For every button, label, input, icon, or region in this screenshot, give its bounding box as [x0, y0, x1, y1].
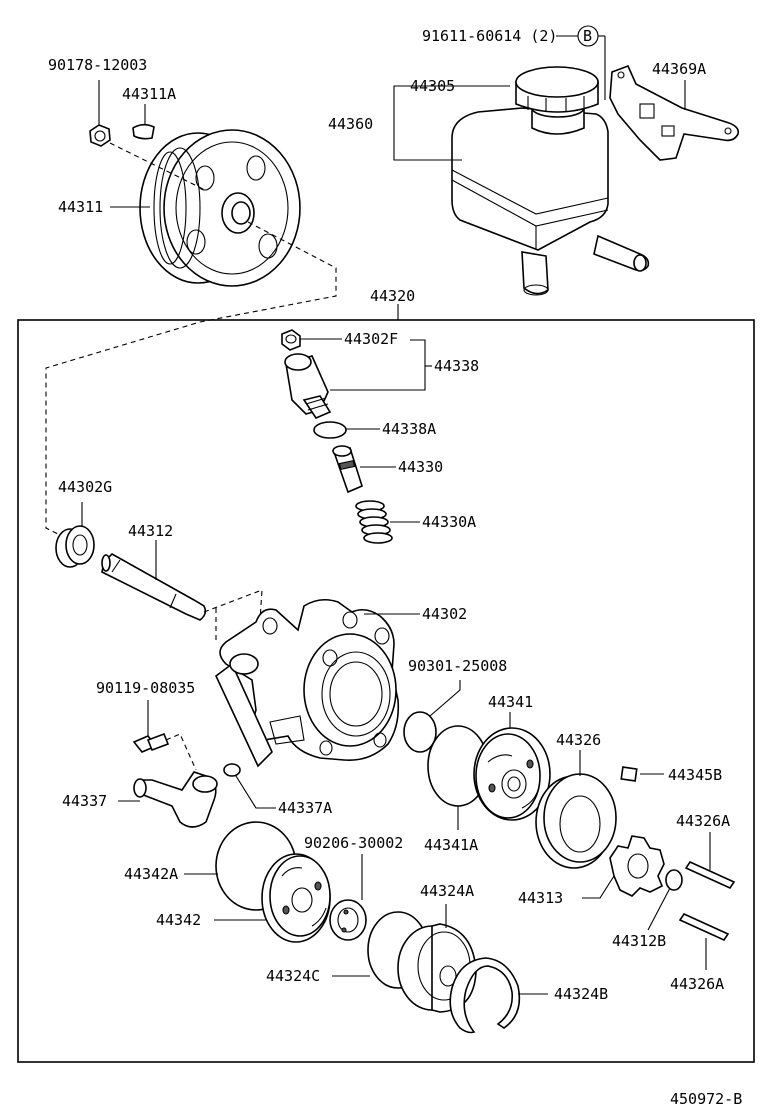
label-44324C: 44324C [266, 967, 320, 985]
label-44302: 44302 [422, 605, 467, 623]
label-44326A-upper: 44326A [676, 812, 730, 830]
bolt-90119 [132, 732, 170, 753]
label-44313: 44313 [518, 889, 563, 907]
shaft-44312 [101, 553, 207, 621]
side-plate-44342 [261, 853, 331, 943]
snap-ring-44312B [665, 869, 683, 891]
o-ring-90301 [403, 711, 437, 753]
label-44341A: 44341A [424, 836, 478, 854]
label-44305: 44305 [410, 77, 455, 95]
label-44311: 44311 [58, 198, 103, 216]
label-44320: 44320 [370, 287, 415, 305]
label-44342A: 44342A [124, 865, 178, 883]
label-44342: 44342 [156, 911, 201, 929]
label-44302G: 44302G [58, 478, 112, 496]
o-ring-44338A [313, 421, 347, 439]
label-91611-60614: 91611-60614 (2) [422, 27, 557, 45]
ref-b-text: B [583, 27, 592, 45]
label-44312B: 44312B [612, 932, 666, 950]
valve-44338 [284, 353, 332, 419]
label-90119-08035: 90119-08035 [96, 679, 195, 697]
label-44330: 44330 [398, 458, 443, 476]
cam-ring-44326 [535, 773, 617, 869]
label-90301-25008: 90301-25008 [408, 657, 507, 675]
union-44337 [133, 771, 218, 828]
woodruff-key [132, 123, 155, 140]
label-90206-30002: 90206-30002 [304, 834, 403, 852]
label-44369A: 44369A [652, 60, 706, 78]
valve-44330 [332, 445, 363, 494]
reservoir-tank [451, 107, 650, 296]
pulley-nut [89, 124, 111, 147]
label-44312: 44312 [128, 522, 173, 540]
label-44302F: 44302F [344, 330, 398, 348]
label-44324B: 44324B [554, 985, 608, 1003]
label-44326: 44326 [556, 731, 601, 749]
label-44337A: 44337A [278, 799, 332, 817]
pin-44326A-lower [678, 912, 730, 942]
drawing-number: 450972-B [670, 1090, 742, 1108]
pin-44345B [620, 766, 638, 782]
label-44345B: 44345B [668, 766, 722, 784]
reservoir-cap [515, 66, 599, 135]
label-44341: 44341 [488, 693, 533, 711]
label-44338A: 44338A [382, 420, 436, 438]
assembly-frame [17, 319, 755, 1063]
label-44360: 44360 [328, 115, 373, 133]
bearing-44302G [55, 525, 95, 568]
snap-ring-44324B [449, 957, 521, 1034]
reservoir-bracket [609, 64, 740, 161]
label-44311A: 44311A [122, 85, 176, 103]
label-44337: 44337 [62, 792, 107, 810]
pump-body [215, 598, 400, 768]
spring-44330A [355, 500, 393, 544]
label-44338: 44338 [434, 357, 479, 375]
rotor-44313 [609, 835, 665, 897]
label-90178-12003: 90178-12003 [48, 56, 147, 74]
label-44324A: 44324A [420, 882, 474, 900]
pin-44326A-upper [684, 860, 736, 890]
side-plate-44341 [473, 727, 551, 821]
snap-ring-90206 [329, 899, 367, 941]
o-ring-44337A [223, 763, 241, 777]
pulley [139, 129, 301, 287]
plug-44302F [281, 329, 301, 351]
label-44326A-lower: 44326A [670, 975, 724, 993]
label-44330A: 44330A [422, 513, 476, 531]
